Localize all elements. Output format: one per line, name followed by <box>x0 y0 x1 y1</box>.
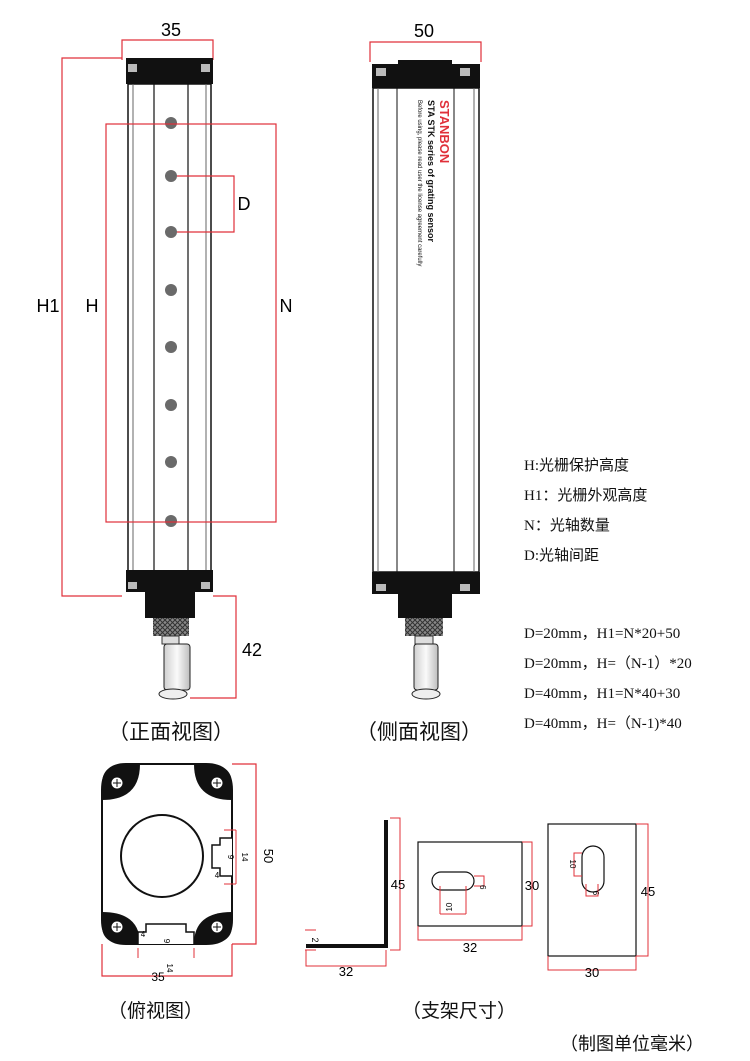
plate-1-slot <box>431 871 475 891</box>
plate-1-width: 32 <box>463 940 477 955</box>
side-brand: STANBON <box>437 100 452 163</box>
front-width-label: 35 <box>161 20 181 40</box>
front-view: 35 H1 H N <box>36 20 293 700</box>
side-bottom-cap <box>372 572 480 594</box>
front-view-caption: （正面视图） <box>108 720 234 744</box>
front-bottom-cap <box>126 570 213 592</box>
bracket-caption: （支架尺寸） <box>402 1000 517 1022</box>
plate-2-slot <box>581 845 605 893</box>
side-view-caption: （侧面视图） <box>356 720 482 744</box>
bracket-l-profile <box>306 820 388 948</box>
formula-2: D=20mm，H=（N-1）*20 <box>524 656 692 672</box>
top-view: 14 9 4 4 9 14 50 35 <box>101 763 276 984</box>
front-connector-nut <box>153 618 189 636</box>
side-housing <box>372 87 480 573</box>
top-dim-4-right: 4 <box>215 871 220 880</box>
front-housing <box>127 83 212 573</box>
front-d-label: D <box>238 194 251 214</box>
formula-4: D=40mm，H=（N-1)*40 <box>524 716 682 732</box>
unit-note: （制图单位毫米） <box>560 1034 704 1055</box>
plate-2-slot-10: 10 <box>568 860 577 869</box>
plate-1-height: 30 <box>525 878 539 893</box>
top-lens-circle <box>120 814 204 898</box>
top-view-caption: （俯视图） <box>108 1000 204 1022</box>
legend-h: H:光栅保护高度 <box>524 458 630 474</box>
optical-axis-dots <box>165 117 177 527</box>
top-dim-4-bottom: 4 <box>141 930 146 939</box>
side-series: STA STK series of grating sensor <box>426 100 436 243</box>
top-dim-14-right: 14 <box>240 853 249 862</box>
plate-1-slot-6: 6 <box>478 885 487 890</box>
plate-2-width: 30 <box>585 965 599 980</box>
front-cable <box>163 643 191 691</box>
side-width-label: 50 <box>414 21 434 41</box>
legend-h1: H1：光栅外观高度 <box>524 488 648 504</box>
plate-1-slot-10: 10 <box>445 902 454 911</box>
plate-2-height: 45 <box>641 884 655 899</box>
top-dim-9-right: 9 <box>226 855 235 860</box>
plate-2-slot-6: 6 <box>591 891 600 896</box>
legend-d: D:光轴间距 <box>524 548 600 564</box>
side-warning: Before using, please read user the licen… <box>416 100 422 266</box>
side-cable <box>413 643 439 691</box>
front-n-label: N <box>280 296 293 316</box>
formula-3: D=40mm，H1=N*40+30 <box>524 686 681 702</box>
side-connector-nut <box>405 618 443 636</box>
bracket-height-45: 45 <box>391 877 405 892</box>
top-width-label: 35 <box>151 970 165 984</box>
front-h1-label: H1 <box>36 296 59 316</box>
bracket-thick-2: 2 <box>310 937 320 942</box>
legend-n: N：光轴数量 <box>524 518 610 534</box>
bracket-drawings: 45 2 32 6 10 30 32 10 6 45 30 <box>305 817 655 980</box>
front-connector-label: 42 <box>242 640 262 660</box>
top-dim-14-bottom: 14 <box>165 964 174 973</box>
front-h-label: H <box>86 296 99 316</box>
formula-1: D=20mm，H1=N*20+50 <box>524 626 681 642</box>
top-height-label: 50 <box>261 849 276 863</box>
bracket-base-32: 32 <box>339 964 353 979</box>
front-h-n-frame <box>105 123 277 523</box>
side-view: 50 STANBON STA STK series of grating sen… <box>369 21 482 700</box>
top-dim-9-bottom: 9 <box>162 939 171 944</box>
